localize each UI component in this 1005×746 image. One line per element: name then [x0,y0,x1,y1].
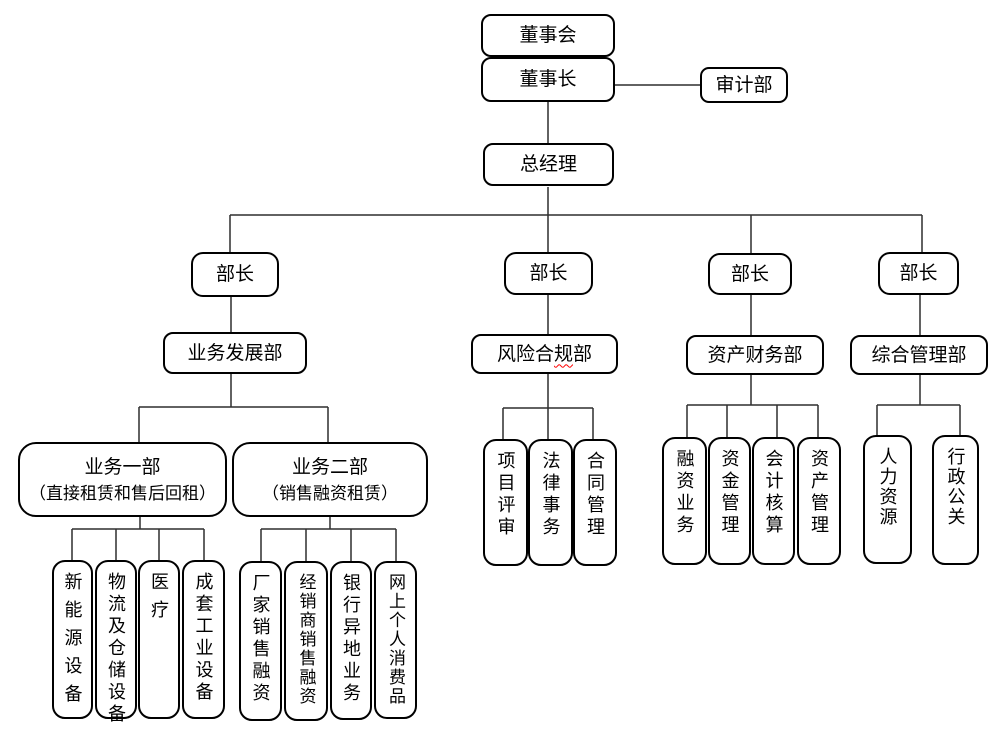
node-financing-business: 融资业务 [662,437,707,565]
node-dealer-sales-financing: 经销商销售融资 [284,561,328,721]
risk-dept-label-pre: 风险合 [496,343,554,365]
bank-remote-business-label: 银行异地业务 [341,573,361,705]
node-asset-finance-dept: 资产财务部 [686,335,824,375]
node-capital-management: 资金管理 [708,437,751,565]
node-general-admin-dept: 综合管理部 [850,335,988,375]
logistics-warehouse-equipment-label: 物流及仓储设备 [106,572,126,726]
node-minister-3: 部长 [708,253,792,295]
asset-management-label: 资产管理 [809,449,829,537]
node-business-dev-dept: 业务发展部 [163,332,307,374]
node-business-unit-1: 业务一部 （直接租赁和售后回租） [18,442,227,517]
human-resources-label: 人力资源 [877,447,898,527]
legal-affairs-label: 法律事务 [540,451,561,539]
node-project-review: 项目评审 [483,439,528,566]
risk-dept-label-post: 部 [573,343,593,365]
dealer-sales-financing-label: 经销商销售融资 [296,573,316,706]
node-board-of-directors: 董事会 [481,14,615,57]
contract-management-label: 合同管理 [585,451,605,539]
financing-business-label: 融资业务 [674,449,695,537]
manufacturer-sales-financing-label: 厂家销售融资 [250,573,271,705]
node-minister-4: 部长 [878,252,959,295]
admin-public-relations-label: 行政公关 [945,447,966,527]
node-new-energy-equipment: 新能源设备 [52,560,93,719]
node-business-unit-2: 业务二部 （销售融资租赁） [232,442,428,517]
node-legal-affairs: 法律事务 [528,439,573,566]
risk-dept-label-flagged: 规 [553,343,573,365]
node-risk-compliance-dept: 风险合规部 [471,334,618,374]
node-chairman: 董事长 [481,57,615,102]
node-industrial-equipment-sets: 成套工业设备 [182,560,225,719]
node-online-consumer-goods: 网上个人消费品 [374,561,417,719]
medical-label: 医疗 [149,572,169,628]
business-unit-2-title: 业务二部 [291,456,368,478]
node-admin-public-relations: 行政公关 [932,435,979,565]
capital-management-label: 资金管理 [719,449,740,537]
node-minister-2: 部长 [504,252,593,295]
node-accounting: 会计核算 [752,437,795,565]
node-medical: 医疗 [138,560,180,719]
industrial-equipment-sets-label: 成套工业设备 [193,572,214,704]
node-bank-remote-business: 银行异地业务 [330,561,372,720]
node-manufacturer-sales-financing: 厂家销售融资 [239,561,282,721]
business-unit-1-title: 业务一部 [84,456,161,478]
business-unit-1-subtitle: （直接租赁和售后回租） [29,483,216,503]
online-consumer-goods-label: 网上个人消费品 [386,573,405,706]
node-contract-management: 合同管理 [573,439,617,566]
new-energy-equipment-label: 新能源设备 [62,572,83,712]
node-audit-dept: 审计部 [700,67,788,103]
accounting-label: 会计核算 [763,449,784,537]
node-human-resources: 人力资源 [863,435,912,564]
node-general-manager: 总经理 [483,143,614,186]
node-logistics-warehouse-equipment: 物流及仓储设备 [95,560,137,726]
project-review-label: 项目评审 [495,451,516,539]
node-minister-1: 部长 [191,252,279,297]
node-asset-management: 资产管理 [797,437,841,565]
business-unit-2-subtitle: （销售融资租赁） [262,483,398,503]
